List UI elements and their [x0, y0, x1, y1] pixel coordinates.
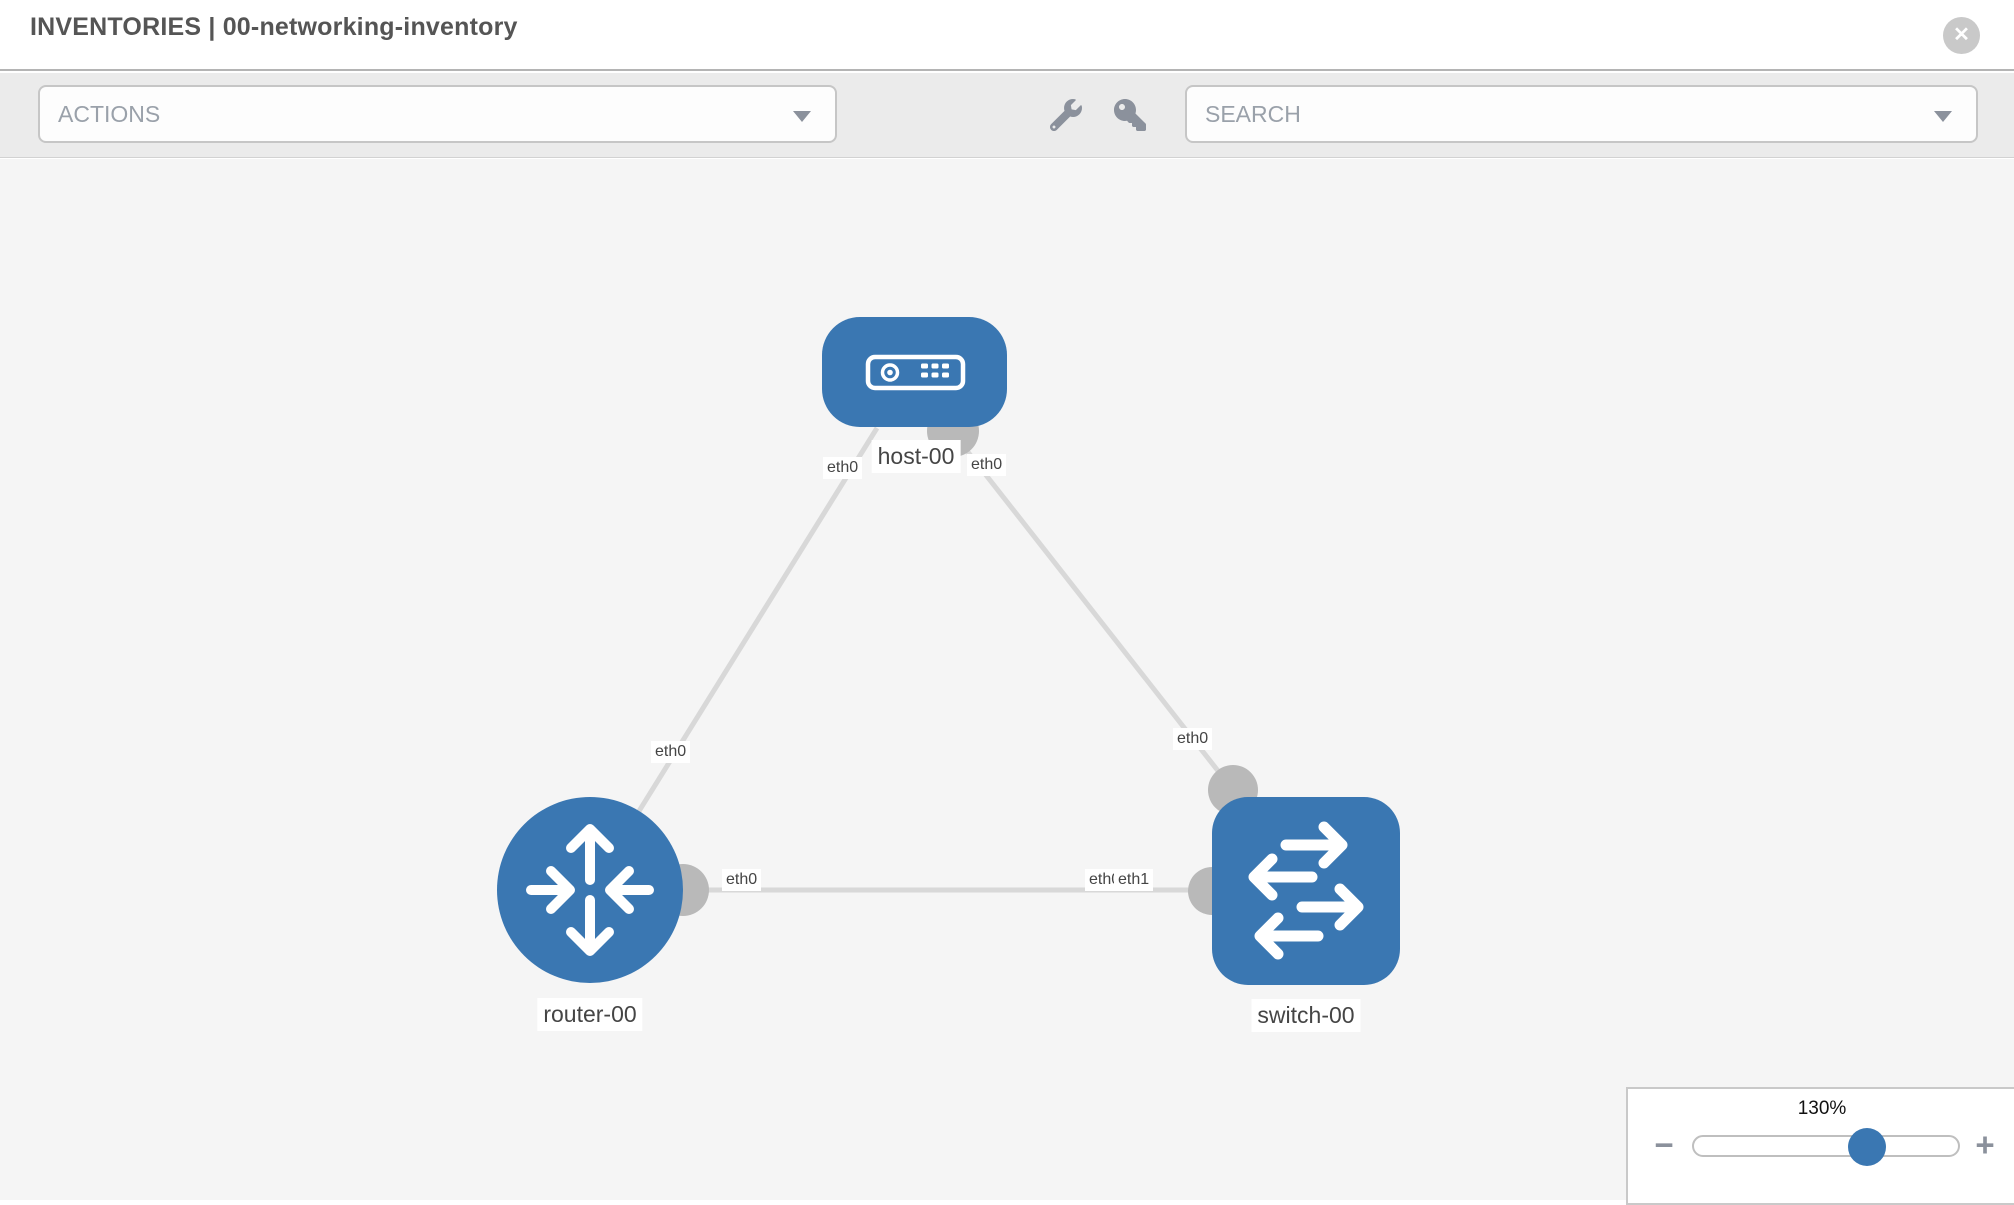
- zoom-out-button[interactable]: −: [1654, 1126, 1674, 1163]
- zoom-control-panel: 130% − +: [1626, 1087, 2014, 1205]
- interface-label: eth1: [1114, 869, 1154, 891]
- zoom-slider-thumb[interactable]: [1848, 1128, 1886, 1166]
- actions-dropdown-label: ACTIONS: [58, 101, 161, 127]
- zoom-slider-track[interactable]: [1692, 1128, 1960, 1166]
- interface-label: eth0: [823, 457, 863, 479]
- host-icon: [865, 354, 966, 391]
- toolbar: ACTIONS: [0, 73, 2014, 158]
- node-host-00[interactable]: [822, 317, 1007, 427]
- header: INVENTORIES | 00-networking-inventory ✕: [0, 0, 2014, 71]
- node-switch-00[interactable]: [1212, 797, 1400, 985]
- topology-canvas[interactable]: eth0 eth0 eth0 eth0 eth0 eth0 eth1 host-…: [0, 159, 2014, 1205]
- close-icon[interactable]: ✕: [1943, 17, 1980, 54]
- node-label-switch-00: switch-00: [1251, 999, 1361, 1032]
- interface-label: eth0: [967, 454, 1007, 476]
- zoom-level-value: 130%: [1797, 1098, 1847, 1119]
- node-label-router-00: router-00: [537, 998, 643, 1031]
- page-title: INVENTORIES | 00-networking-inventory: [30, 13, 518, 41]
- node-router-00[interactable]: [497, 797, 683, 983]
- search-input[interactable]: [1187, 87, 1976, 141]
- node-label-host-00: host-00: [871, 440, 961, 473]
- wrench-icon[interactable]: [1049, 99, 1082, 132]
- interface-label: eth0: [722, 869, 762, 891]
- zoom-in-button[interactable]: +: [1975, 1126, 1995, 1163]
- interface-label: eth0: [651, 741, 691, 763]
- search-dropdown[interactable]: [1185, 85, 1978, 143]
- interface-label: eth0: [1173, 728, 1213, 750]
- actions-dropdown[interactable]: ACTIONS: [38, 85, 837, 143]
- chevron-down-icon: [1934, 111, 1952, 122]
- switch-icon: [1248, 821, 1364, 960]
- topology-graph: [497, 317, 1400, 985]
- chevron-down-icon: [793, 111, 811, 122]
- router-icon: [526, 824, 654, 956]
- key-icon[interactable]: [1114, 99, 1146, 131]
